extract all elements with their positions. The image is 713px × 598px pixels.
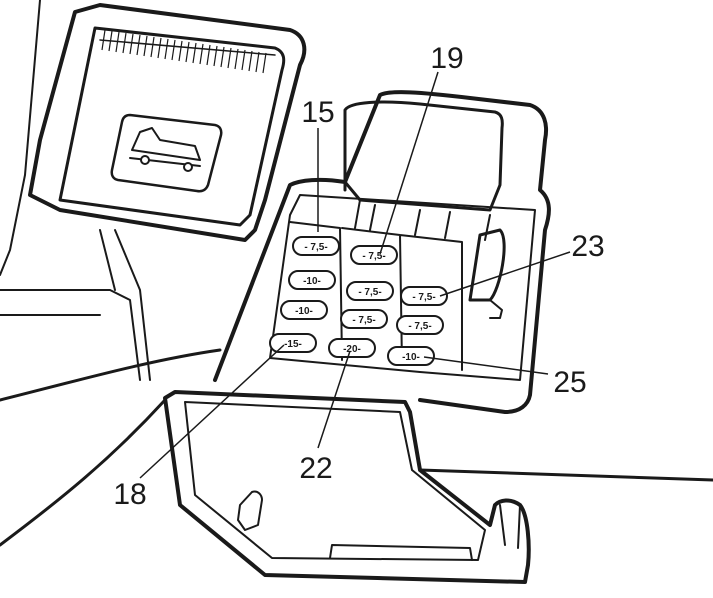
fuse[interactable]: -10-: [387, 346, 435, 366]
callout-15: 15: [301, 96, 334, 129]
fuse[interactable]: - 7,5-: [340, 309, 388, 329]
callout-18: 18: [113, 478, 146, 511]
fuse-column-left: - 7,5- -10- -10- -15-: [269, 236, 340, 353]
dashboard-outline: [0, 0, 713, 547]
fuse-box-cover[interactable]: [163, 390, 531, 584]
fuse-rating: - 7,5-: [362, 251, 385, 262]
leader-line-19: [379, 71, 439, 255]
fuse-rating: -10-: [295, 306, 313, 317]
callout-22: 22: [299, 452, 332, 485]
fuse-column-middle: - 7,5- - 7,5- - 7,5- -20-: [328, 245, 398, 358]
leader-line-25: [423, 356, 549, 375]
fuse[interactable]: -15-: [269, 333, 317, 353]
fuse-rating: - 7,5-: [304, 242, 327, 253]
fuse-rating: - 7,5-: [412, 292, 435, 303]
callout-19: 19: [430, 42, 463, 75]
fuse[interactable]: -20-: [328, 338, 376, 358]
car-hood-icon: [129, 127, 201, 172]
callout-labels: 15 19 23 25 18 22: [113, 42, 604, 511]
fuse[interactable]: - 7,5-: [400, 286, 448, 306]
fuse[interactable]: - 7,5-: [346, 281, 394, 301]
fuse-rating: -10-: [402, 352, 420, 363]
callout-25: 25: [553, 366, 586, 399]
fuse[interactable]: -10-: [288, 270, 336, 290]
fuse[interactable]: - 7,5-: [396, 315, 444, 335]
fuse-rating: -20-: [343, 344, 361, 355]
fuse-rating: -15-: [284, 339, 302, 350]
fuse[interactable]: - 7,5-: [350, 245, 398, 265]
callout-23: 23: [571, 230, 604, 263]
leader-line-18: [139, 344, 285, 479]
fuse[interactable]: - 7,5-: [292, 236, 340, 256]
fuse-rating: - 7,5-: [408, 321, 431, 332]
leader-line-22: [317, 350, 351, 449]
leader-line-23: [439, 251, 571, 297]
leader-lines: [139, 71, 571, 479]
fuse-rating: -10-: [303, 276, 321, 287]
fuse[interactable]: -10-: [280, 300, 328, 320]
fuse-column-right: - 7,5- - 7,5- -10-: [387, 286, 448, 366]
hood-release-handle: [28, 3, 307, 242]
fuse-rating: - 7,5-: [358, 287, 381, 298]
fuse-rating: - 7,5-: [352, 315, 375, 326]
